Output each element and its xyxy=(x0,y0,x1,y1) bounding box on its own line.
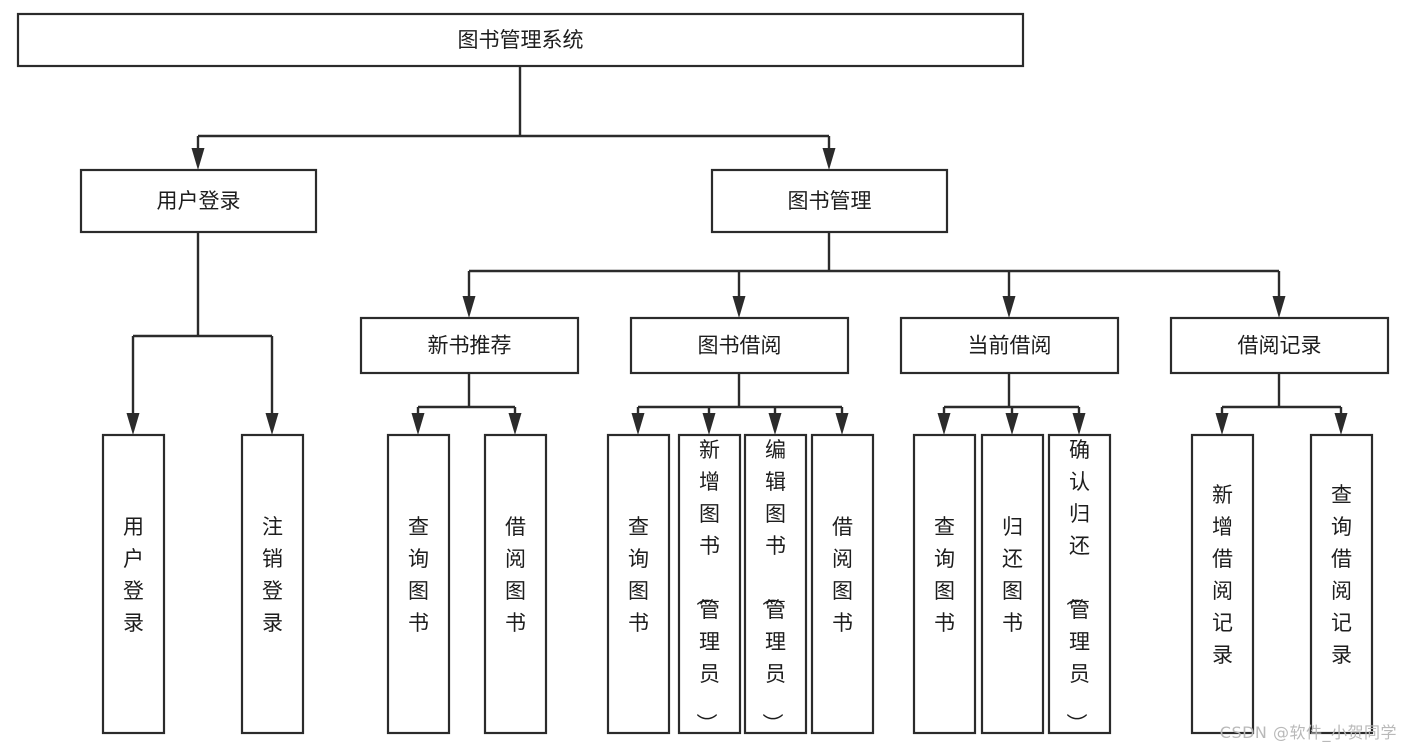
connector-group-borrow-record xyxy=(1215,373,1348,435)
arrow-head-icon xyxy=(631,413,645,435)
connector-group-root xyxy=(191,66,836,170)
connector-group-user-login xyxy=(126,232,279,435)
node-box-leaf-add-record[interactable] xyxy=(1190,433,1255,735)
node-box-leaf-confirm-return[interactable] xyxy=(1047,433,1112,735)
arrow-head-icon xyxy=(508,413,522,435)
arrow-head-icon xyxy=(937,413,951,435)
node-label-leaf-return-book: 归还图书 xyxy=(1002,515,1023,635)
connector-group-book-manage xyxy=(462,232,1286,318)
arrow-head-icon xyxy=(126,413,140,435)
node-leaf-query-record[interactable]: 查询借阅记录 xyxy=(1309,433,1374,735)
node-label-leaf-confirm-return: 确认归还（管理员） xyxy=(1064,438,1090,734)
arrow-head-icon xyxy=(768,413,782,435)
node-label-leaf-query-book-3: 查询图书 xyxy=(934,515,955,635)
node-label-new-book-rec: 新书推荐 xyxy=(428,334,512,358)
node-leaf-query-book-2[interactable]: 查询图书 xyxy=(606,433,671,735)
node-new-book-rec[interactable]: 新书推荐 xyxy=(359,316,580,375)
node-label-leaf-borrow-book-2: 借阅图书 xyxy=(832,515,853,635)
arrow-head-icon xyxy=(1005,413,1019,435)
node-box-book-borrow[interactable] xyxy=(629,316,850,375)
node-label-leaf-query-book-1: 查询图书 xyxy=(408,515,429,635)
connector-group-book-borrow xyxy=(631,373,849,435)
arrow-head-icon xyxy=(1334,413,1348,435)
node-leaf-add-record[interactable]: 新增借阅记录 xyxy=(1190,433,1255,735)
node-box-new-book-rec[interactable] xyxy=(359,316,580,375)
node-leaf-borrow-book-2[interactable]: 借阅图书 xyxy=(810,433,875,735)
connectors-layer xyxy=(126,66,1348,435)
arrow-head-icon xyxy=(702,413,716,435)
arrow-head-icon xyxy=(1072,413,1086,435)
node-book-borrow[interactable]: 图书借阅 xyxy=(629,316,850,375)
node-label-root: 图书管理系统 xyxy=(458,28,584,52)
node-box-current-borrow[interactable] xyxy=(899,316,1120,375)
node-box-leaf-query-record[interactable] xyxy=(1309,433,1374,735)
arrow-head-icon xyxy=(822,148,836,170)
node-label-leaf-add-book: 新增图书（管理员） xyxy=(694,438,720,734)
node-label-user-login: 用户登录 xyxy=(157,189,241,213)
arrow-head-icon xyxy=(191,148,205,170)
node-label-leaf-user-login: 用户登录 xyxy=(123,515,144,635)
node-label-leaf-query-record: 查询借阅记录 xyxy=(1331,483,1352,667)
node-root[interactable]: 图书管理系统 xyxy=(16,12,1025,68)
node-label-leaf-query-book-2: 查询图书 xyxy=(628,515,649,635)
node-box-leaf-borrow-book-2[interactable] xyxy=(810,433,875,735)
node-current-borrow[interactable]: 当前借阅 xyxy=(899,316,1120,375)
arrow-head-icon xyxy=(732,296,746,318)
arrow-head-icon xyxy=(265,413,279,435)
node-label-book-manage: 图书管理 xyxy=(788,189,872,213)
connector-group-new-book-rec xyxy=(411,373,522,435)
arrow-head-icon xyxy=(1002,296,1016,318)
node-label-leaf-edit-book: 编辑图书（管理员） xyxy=(760,438,786,734)
nodes-layer: 图书管理系统用户登录图书管理新书推荐图书借阅当前借阅借阅记录用户登录注销登录查询… xyxy=(16,12,1390,735)
arrow-head-icon xyxy=(1215,413,1229,435)
node-label-book-borrow: 图书借阅 xyxy=(698,334,782,358)
node-box-leaf-query-book-2[interactable] xyxy=(606,433,671,735)
connector-group-current-borrow xyxy=(937,373,1086,435)
node-box-book-manage[interactable] xyxy=(710,168,949,234)
arrow-head-icon xyxy=(411,413,425,435)
node-label-current-borrow: 当前借阅 xyxy=(968,334,1052,358)
node-borrow-record[interactable]: 借阅记录 xyxy=(1169,316,1390,375)
node-box-leaf-query-book-1[interactable] xyxy=(386,433,451,735)
arrow-head-icon xyxy=(835,413,849,435)
node-box-borrow-record[interactable] xyxy=(1169,316,1390,375)
node-label-leaf-add-record: 新增借阅记录 xyxy=(1212,483,1233,667)
node-box-leaf-user-login[interactable] xyxy=(101,433,166,735)
node-box-leaf-borrow-book-1[interactable] xyxy=(483,433,548,735)
node-box-root[interactable] xyxy=(16,12,1025,68)
node-leaf-edit-book[interactable]: 编辑图书（管理员） xyxy=(743,433,808,735)
node-label-borrow-record: 借阅记录 xyxy=(1238,334,1322,358)
node-leaf-user-login[interactable]: 用户登录 xyxy=(101,433,166,735)
node-leaf-return-book[interactable]: 归还图书 xyxy=(980,433,1045,735)
node-leaf-user-logout[interactable]: 注销登录 xyxy=(240,433,305,735)
arrow-head-icon xyxy=(462,296,476,318)
node-box-leaf-add-book[interactable] xyxy=(677,433,742,735)
node-box-leaf-user-logout[interactable] xyxy=(240,433,305,735)
node-user-login[interactable]: 用户登录 xyxy=(79,168,318,234)
node-book-manage[interactable]: 图书管理 xyxy=(710,168,949,234)
node-label-leaf-user-logout: 注销登录 xyxy=(262,515,283,635)
node-leaf-query-book-1[interactable]: 查询图书 xyxy=(386,433,451,735)
node-box-leaf-query-book-3[interactable] xyxy=(912,433,977,735)
node-leaf-confirm-return[interactable]: 确认归还（管理员） xyxy=(1047,433,1112,735)
node-box-user-login[interactable] xyxy=(79,168,318,234)
node-leaf-query-book-3[interactable]: 查询图书 xyxy=(912,433,977,735)
node-leaf-borrow-book-1[interactable]: 借阅图书 xyxy=(483,433,548,735)
node-label-leaf-borrow-book-1: 借阅图书 xyxy=(505,515,526,635)
node-box-leaf-return-book[interactable] xyxy=(980,433,1045,735)
arrow-head-icon xyxy=(1272,296,1286,318)
node-leaf-add-book[interactable]: 新增图书（管理员） xyxy=(677,433,742,735)
node-box-leaf-edit-book[interactable] xyxy=(743,433,808,735)
csdn-watermark: CSDN @软件_小贺同学 xyxy=(1219,723,1397,742)
